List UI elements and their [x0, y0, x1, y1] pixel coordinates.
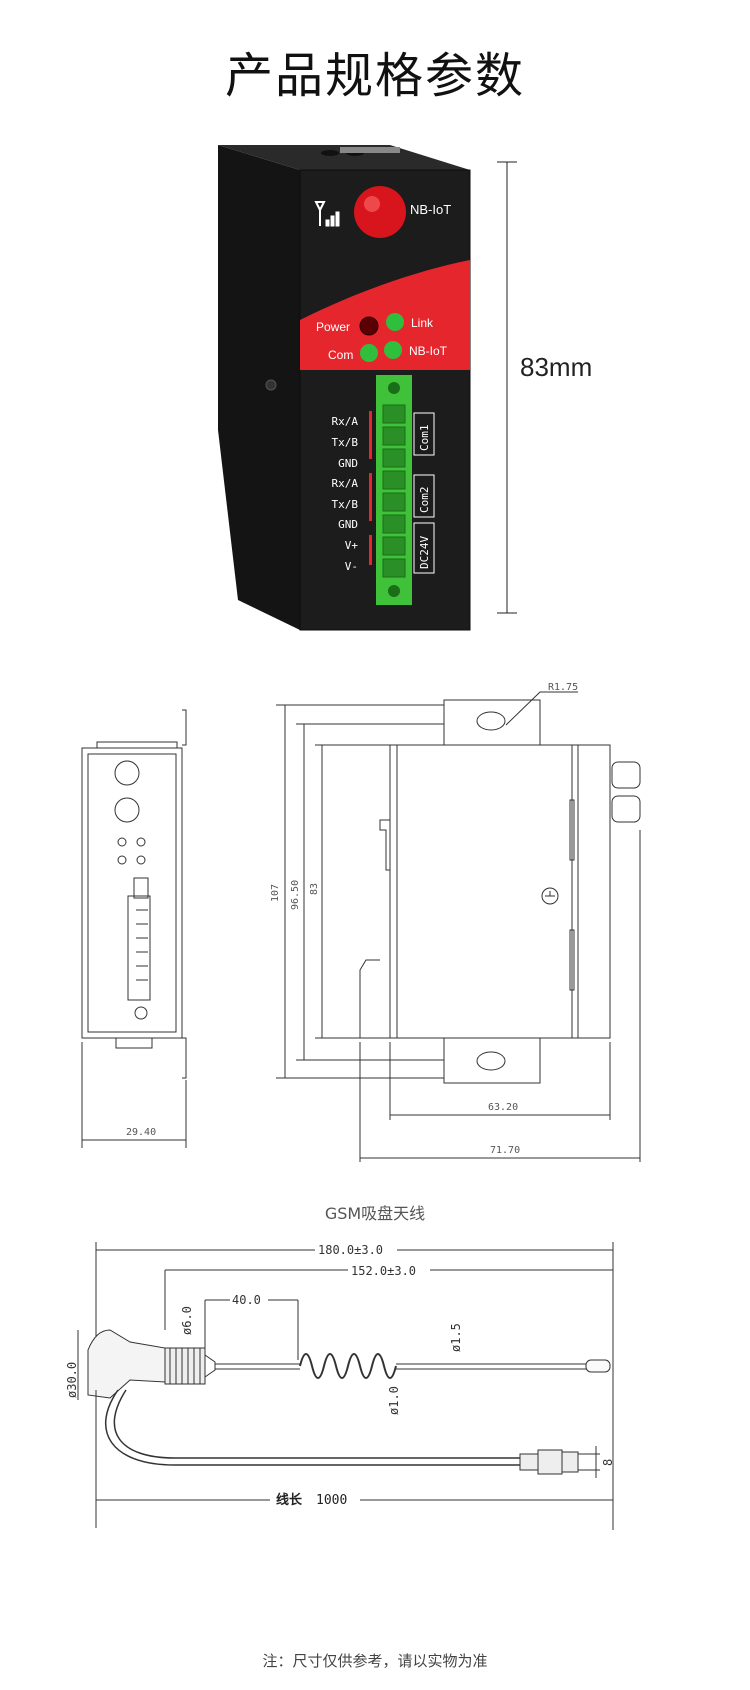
led-power-icon	[359, 316, 379, 336]
screw-icon	[265, 379, 277, 391]
dim-8: 8	[601, 1459, 615, 1466]
antenna-drawing: 180.0±3.0 152.0±3.0 40.0 ø6.0 ø30.0 ø1.5…	[65, 1242, 615, 1530]
led-link-icon	[386, 313, 404, 331]
dim-d30: ø30.0	[65, 1362, 79, 1398]
footnote: 注：尺寸仅供参考，请以实物为准	[262, 1652, 488, 1670]
device-illustration: NB-IoT Power Link Com NB-IoT Rx/A Tx/B G…	[218, 145, 517, 631]
led-label-power: Power	[316, 320, 350, 334]
port-label-com1: Com1	[418, 425, 431, 452]
led-label-link: Link	[411, 316, 434, 330]
cable-length-label: 线长	[276, 1492, 303, 1508]
terminal-label: Tx/B	[332, 498, 359, 511]
port-label-com2: Com2	[418, 487, 431, 514]
device-side-panel	[218, 145, 300, 630]
terminal-label: Rx/A	[332, 415, 359, 428]
terminal-label: V+	[345, 539, 359, 552]
dim-total-length: 180.0±3.0	[318, 1243, 383, 1257]
led-label-com: Com	[328, 348, 353, 362]
spring-coil	[299, 1353, 397, 1379]
page-title: 产品规格参数	[224, 48, 525, 104]
dim-96-50: 96.50	[290, 880, 301, 910]
terminal-label: Rx/A	[332, 477, 359, 490]
dim-d15: ø1.5	[449, 1323, 463, 1352]
dim-d6: ø6.0	[180, 1306, 194, 1335]
dim-71-70: 71.70	[490, 1145, 520, 1156]
signal-icon	[314, 201, 340, 227]
height-dimension	[497, 161, 517, 614]
dim-whip-length: 152.0±3.0	[351, 1264, 416, 1278]
device-red-band	[300, 260, 470, 370]
dim-d10: ø1.0	[387, 1386, 401, 1415]
terminal-label: GND	[338, 457, 358, 470]
antenna-cable	[104, 1389, 520, 1466]
dim-107: 107	[270, 884, 281, 902]
terminal-screws	[382, 404, 406, 578]
terminal-label: Tx/B	[332, 436, 359, 449]
height-label: 83mm	[520, 352, 593, 382]
dimension-drawing: R1.75 107 96.50 83 63.20 71.70 29.40	[81, 682, 641, 1162]
dim-63-20: 63.20	[488, 1102, 518, 1113]
terminal-label: GND	[338, 518, 358, 531]
led-label-nbiot: NB-IoT	[409, 344, 448, 358]
antenna-connector-icon	[354, 186, 406, 238]
dim-r-label: R1.75	[548, 682, 578, 693]
screw-icon	[541, 887, 559, 905]
led-com-icon	[360, 344, 378, 362]
led-nbiot-icon	[384, 341, 402, 359]
model-label: NB-IoT	[410, 202, 451, 217]
dim-29-40: 29.40	[126, 1127, 156, 1138]
antenna-caption: GSM吸盘天线	[324, 1204, 426, 1223]
side-view-body	[389, 744, 611, 1039]
terminal-label: V-	[345, 560, 358, 573]
dim-83: 83	[309, 883, 320, 895]
dim-spring-length: 40.0	[232, 1293, 261, 1307]
front-view-body	[81, 747, 183, 1039]
cable-length-value: 1000	[316, 1493, 347, 1508]
port-label-dc24v: DC24V	[418, 536, 431, 569]
device-top	[218, 145, 470, 170]
